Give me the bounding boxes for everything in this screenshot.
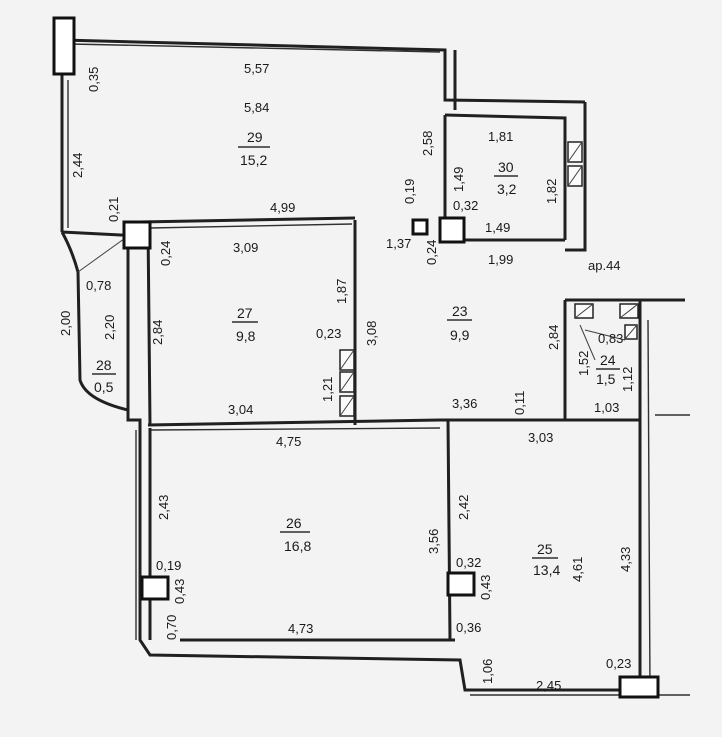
- dim-1: 5,57: [244, 61, 269, 76]
- dim-12: 3,09: [233, 240, 258, 255]
- dim-0: 0,35: [86, 67, 101, 92]
- room-26-number: 26: [286, 515, 302, 531]
- dim-29: 1,21: [320, 377, 335, 402]
- dim-2: 5,84: [244, 100, 269, 115]
- column-27: [122, 220, 152, 250]
- apartment-note: ар.44: [588, 258, 621, 273]
- dim-25: 2,84: [546, 325, 561, 350]
- left-wall: [126, 236, 620, 692]
- room-25-area: 13,4: [533, 562, 560, 578]
- dim-24: 3,08: [364, 321, 379, 346]
- dim-20: 2,20: [102, 315, 117, 340]
- outer-wall: [61, 38, 586, 104]
- column-top-left: [52, 16, 76, 76]
- room-23-number: 23: [452, 303, 468, 319]
- wall-29-27: [139, 216, 356, 224]
- dim-34: 4,75: [276, 434, 301, 449]
- dim-50: 0,23: [606, 656, 631, 671]
- dim-23: 0,23: [316, 326, 341, 341]
- room-24-number: 24: [600, 352, 616, 368]
- dim-33: 1,03: [594, 400, 619, 415]
- dim-26: 0,83: [598, 331, 623, 346]
- column-25: [446, 571, 476, 597]
- dim-30: 3,04: [228, 402, 253, 417]
- room-28-number: 28: [96, 357, 112, 373]
- dim-46: 4,73: [288, 621, 313, 636]
- dim-18: 0,78: [86, 278, 111, 293]
- room-24-area: 1,5: [596, 371, 616, 387]
- dim-14: 1,37: [386, 236, 411, 251]
- dim-45: 0,70: [164, 615, 179, 640]
- dim-48: 1,06: [480, 659, 495, 684]
- dim-3: 2,44: [70, 153, 85, 178]
- dim-38: 3,56: [426, 529, 441, 554]
- dim-39: 0,32: [456, 555, 481, 570]
- dim-49: 2,45: [536, 678, 561, 693]
- room-27-number: 27: [237, 305, 253, 321]
- dim-8: 1,49: [451, 167, 466, 192]
- dim-11: 1,82: [544, 179, 559, 204]
- dim-43: 0,43: [172, 579, 187, 604]
- dim-31: 3,36: [452, 396, 477, 411]
- dim-4: 0,21: [106, 197, 121, 222]
- room-29-number: 29: [247, 129, 263, 145]
- dim-13: 0,24: [158, 241, 173, 266]
- room-30-area: 3,2: [497, 181, 517, 197]
- dim-7: 1,81: [488, 129, 513, 144]
- room-25-number: 25: [537, 541, 553, 557]
- dim-10: 0,32: [453, 198, 478, 213]
- dim-42: 0,19: [156, 558, 181, 573]
- dim-28: 1,12: [620, 367, 635, 392]
- dim-16: 1,49: [485, 220, 510, 235]
- dim-6: 2,58: [420, 131, 435, 156]
- dim-47: 0,36: [456, 620, 481, 635]
- dim-19: 2,00: [58, 311, 73, 336]
- dim-9: 0,19: [402, 179, 417, 204]
- dim-32: 0,11: [512, 391, 527, 415]
- column-bottom-right: [618, 675, 660, 699]
- dim-5: 4,99: [270, 200, 295, 215]
- dimension-labels: 0,35 5,57 5,84 2,44 0,21 4,99 2,58 1,81 …: [58, 61, 635, 693]
- dim-36: 2,43: [156, 495, 171, 520]
- dim-17: 1,99: [488, 252, 513, 267]
- dim-21: 2,84: [150, 320, 165, 345]
- room-29-area: 15,2: [240, 152, 267, 168]
- dim-37: 2,42: [456, 495, 471, 520]
- dim-35: 3,03: [528, 430, 553, 445]
- dim-22: 1,87: [334, 279, 349, 304]
- room-28-area: 0,5: [94, 379, 114, 395]
- room-27-area: 9,8: [236, 328, 256, 344]
- room-30-number: 30: [498, 159, 514, 175]
- dim-40: 4,61: [570, 557, 585, 582]
- column-23: [438, 216, 466, 244]
- dim-27: 1,52: [576, 351, 591, 376]
- balcony-outline: [60, 231, 129, 412]
- column-26: [140, 575, 170, 601]
- room-26-area: 16,8: [284, 538, 311, 554]
- dim-44: 0,43: [478, 575, 493, 600]
- dim-41: 4,33: [618, 547, 633, 572]
- room-23-area: 9,9: [450, 327, 470, 343]
- dim-15: 0,24: [424, 240, 439, 265]
